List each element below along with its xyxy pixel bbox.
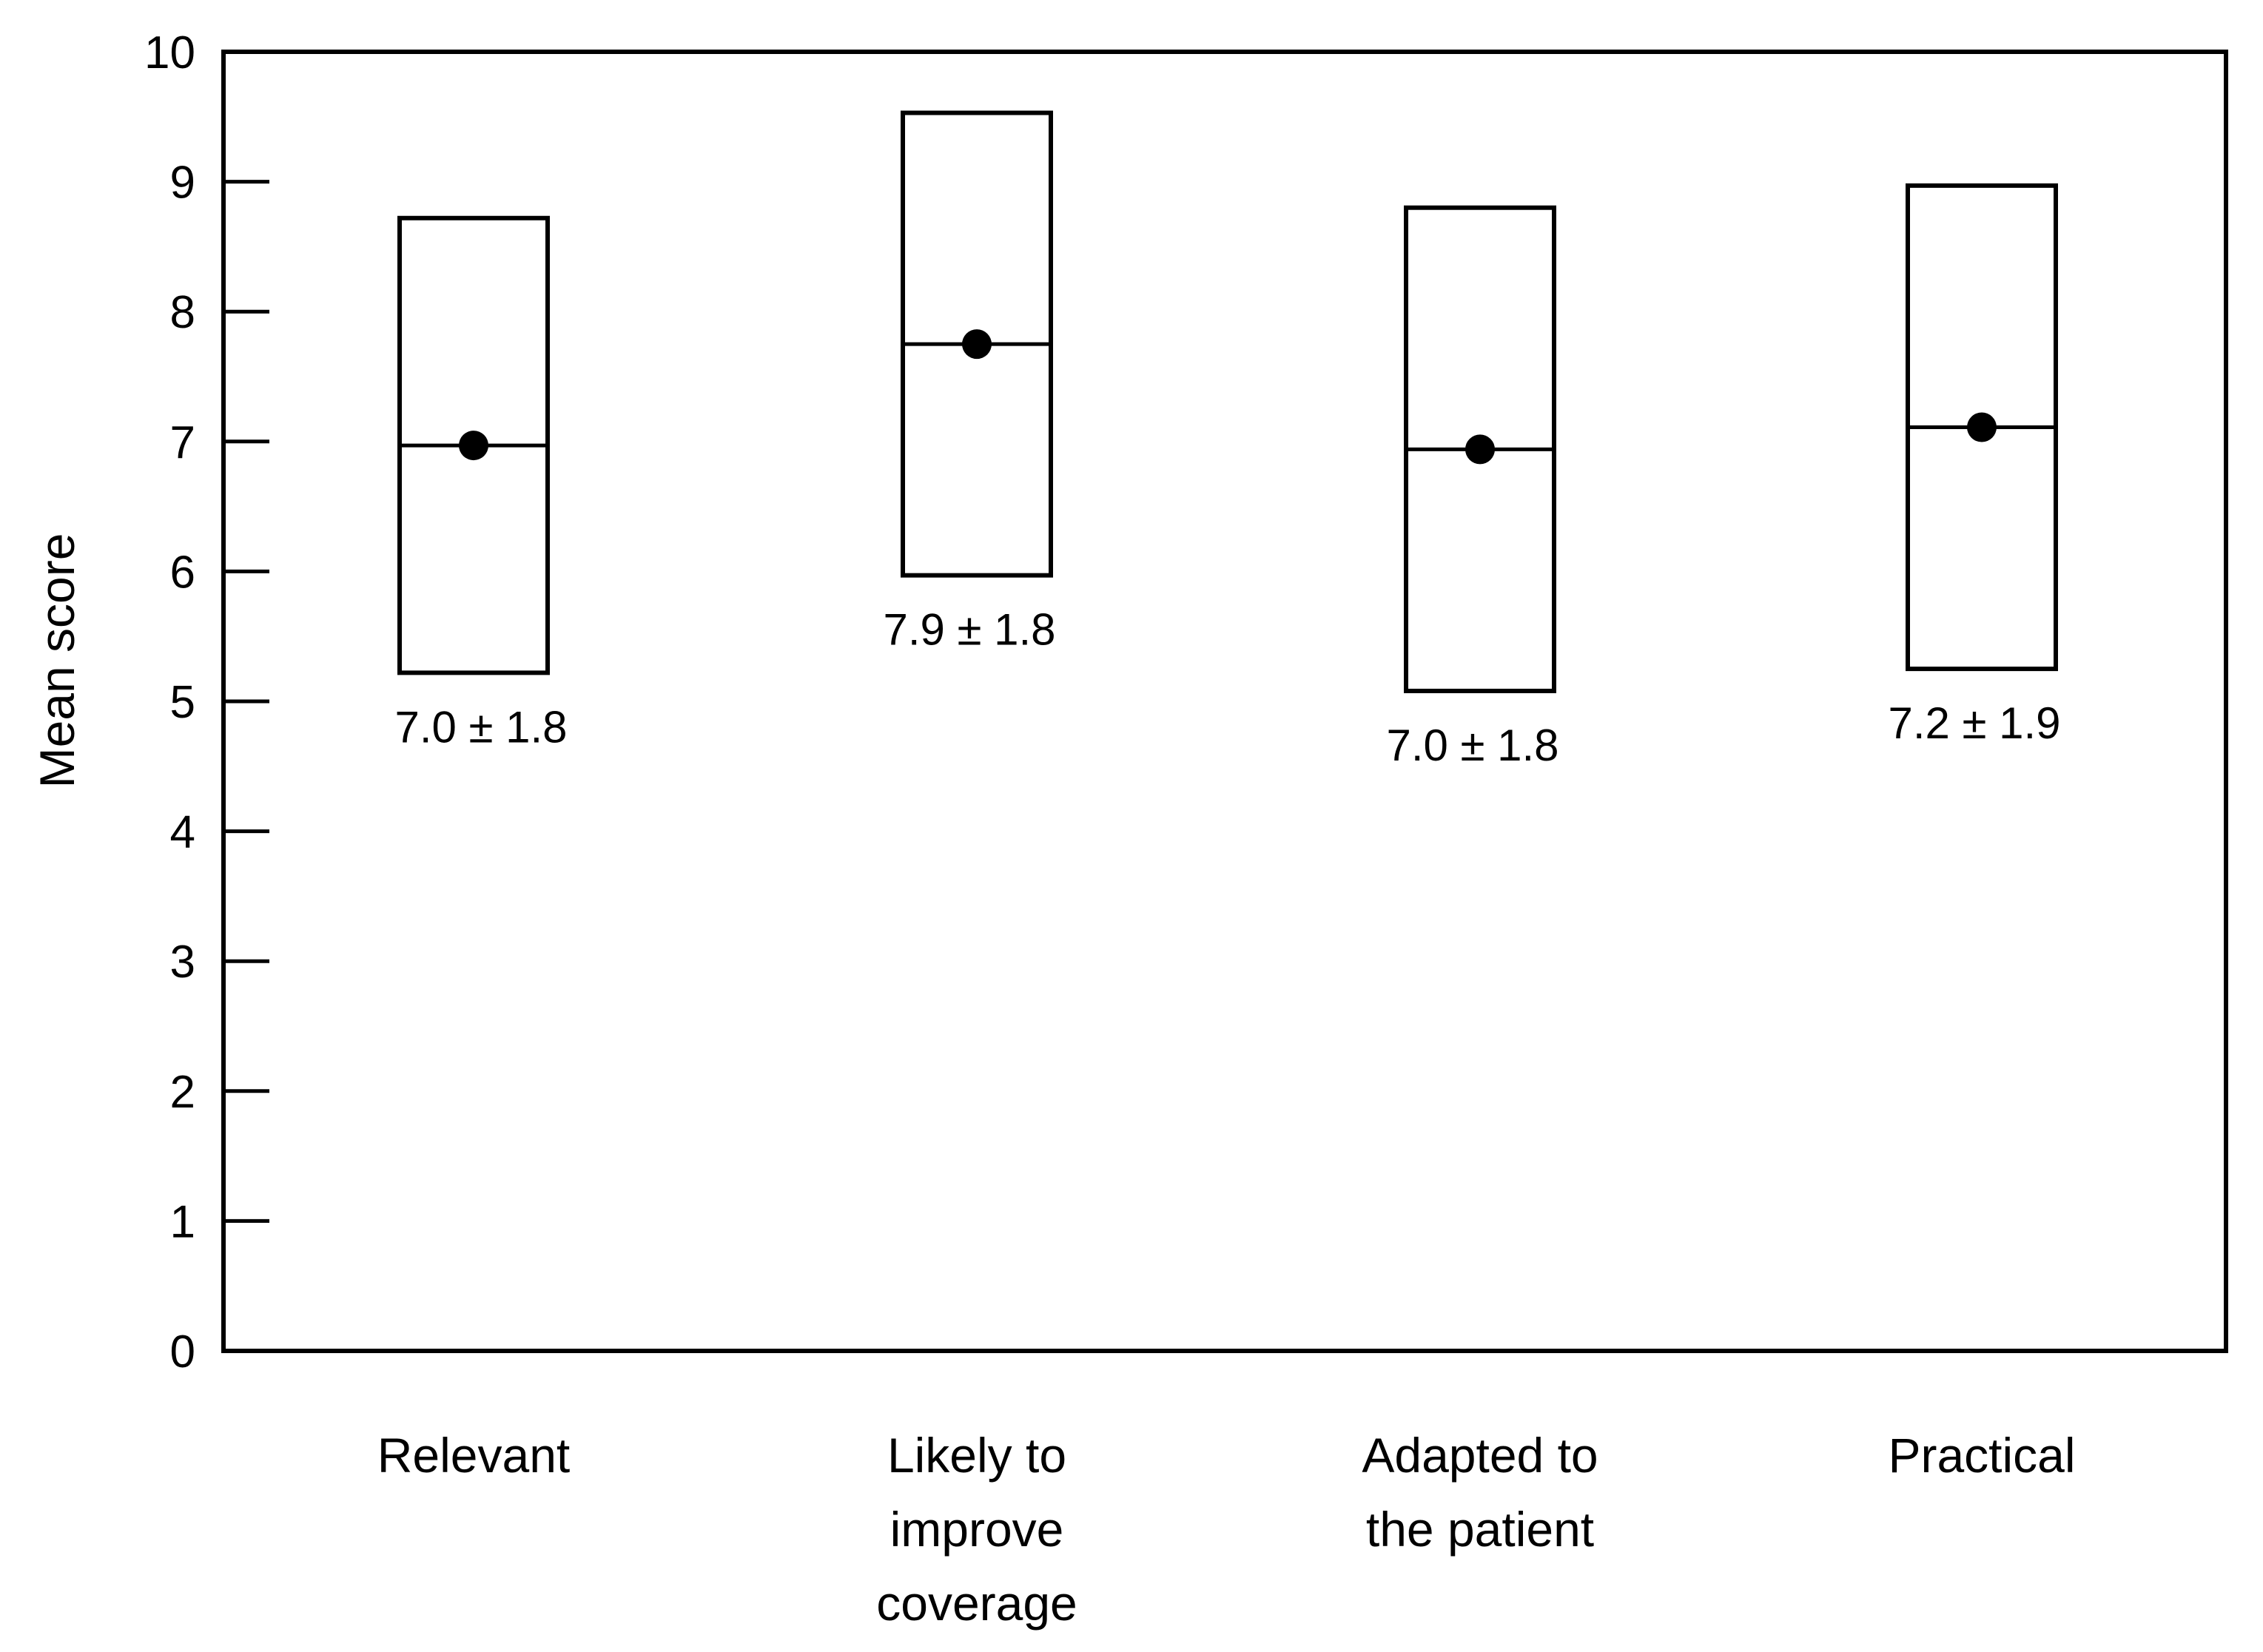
mean-point: [962, 329, 992, 360]
data-label: 7.2 ± 1.9: [1888, 698, 2060, 748]
box-group: 7.0 ± 1.8: [394, 215, 568, 752]
box-group: 7.2 ± 1.9: [1888, 183, 2061, 748]
y-tick-label: 3: [170, 937, 195, 988]
data-label: 7.0 ± 1.8: [1386, 721, 1558, 770]
data-label: 7.9 ± 1.8: [883, 605, 1055, 655]
y-tick-label: 6: [170, 547, 195, 598]
data-label: 7.0 ± 1.8: [394, 702, 567, 752]
mean-point: [1967, 412, 1997, 442]
x-category-label-line: Likely to: [887, 1428, 1066, 1483]
y-tick-label: 2: [170, 1067, 195, 1118]
y-tick-label: 4: [170, 807, 195, 858]
x-category-label-line: Relevant: [377, 1428, 571, 1483]
x-category-label-line: the patient: [1366, 1502, 1594, 1557]
x-category-label-line: Practical: [1888, 1428, 2075, 1483]
mean-point: [459, 431, 488, 461]
y-axis-title: Mean score: [30, 533, 84, 789]
x-axis: Relevant Likely to improve coverage Adapted …: [377, 1428, 2076, 1631]
x-category-label: Relevant: [377, 1428, 571, 1483]
box-group: 7.9 ± 1.8: [883, 110, 1056, 655]
box-group: 7.0 ± 1.8: [1386, 205, 1559, 770]
x-category-label-line: coverage: [876, 1576, 1077, 1631]
y-axis: 0 1 2 3 4 5 6 7 8 9 10: [144, 27, 269, 1378]
y-tick-label: 5: [170, 677, 195, 728]
y-tick-label: 8: [170, 287, 195, 338]
box-series: 7.0 ± 1.8 7.9 ± 1.8 7.0 ± 1.8 7.2 ± 1.9: [394, 110, 2061, 770]
x-category-label-line: improve: [890, 1502, 1064, 1557]
y-tick-label: 7: [170, 417, 195, 468]
x-category-label-line: Adapted to: [1362, 1428, 1598, 1483]
x-category-label: Adapted to the patient: [1362, 1428, 1598, 1557]
y-tick-label: 1: [170, 1196, 195, 1247]
y-tick-label: 0: [170, 1326, 195, 1378]
y-tick-label: 10: [144, 27, 195, 78]
y-tick-label: 9: [170, 158, 195, 209]
mean-point: [1465, 434, 1495, 465]
x-category-label: Likely to improve coverage: [876, 1428, 1077, 1631]
x-category-label: Practical: [1888, 1428, 2075, 1483]
